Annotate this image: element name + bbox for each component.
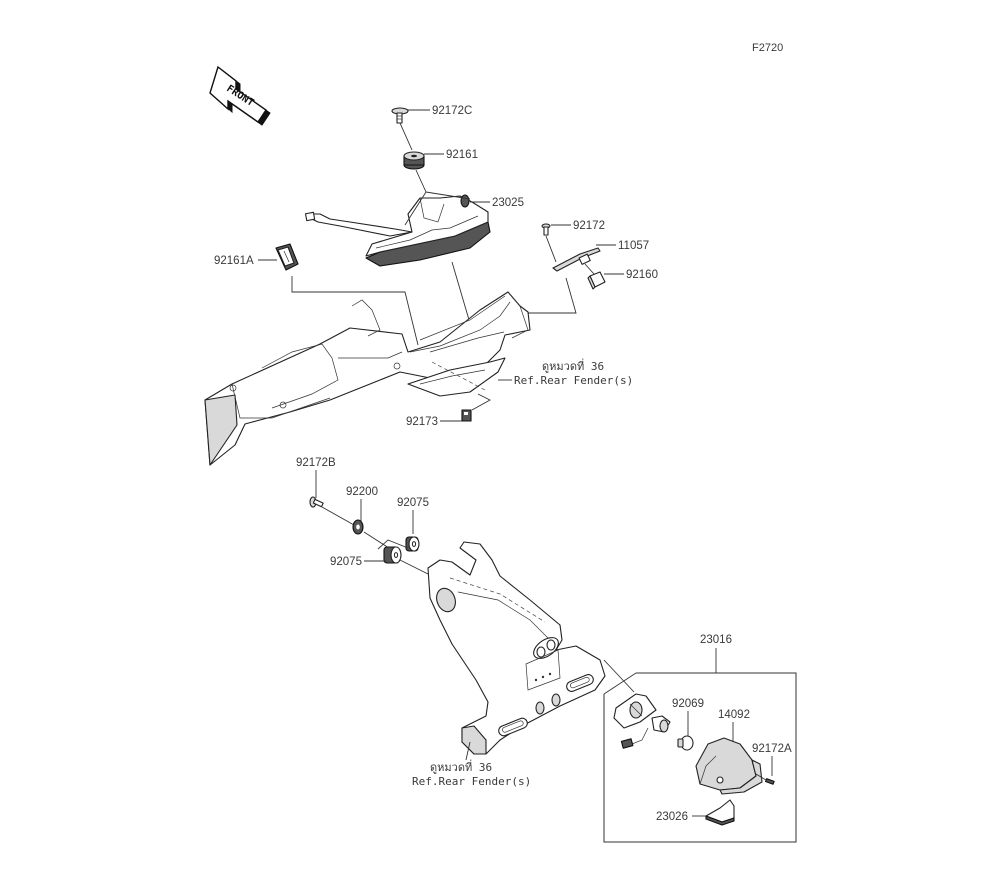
clip-92161A[interactable]: [275, 243, 299, 271]
figure-code: F2720: [752, 42, 783, 54]
leader-bracket-to-fender: [520, 277, 577, 314]
damper-92075-lower[interactable]: [383, 546, 402, 564]
ref-thai-2: ดูหมวดที่ 36: [430, 759, 492, 774]
screw-92172B[interactable]: [309, 496, 324, 508]
ref-english-2[interactable]: Ref.Rear Fender(s): [412, 775, 531, 788]
leader-92161A-to-fender: [291, 276, 419, 346]
damper-92075-upper[interactable]: [405, 536, 420, 552]
part-label-92173[interactable]: 92173: [406, 416, 438, 428]
lens-cover-14092[interactable]: [695, 737, 763, 795]
leader-axis-2: [415, 169, 427, 193]
tail-light-23025[interactable]: [304, 194, 491, 267]
leader-axis-5: [399, 559, 429, 575]
part-label-92172A[interactable]: 92172A: [752, 743, 792, 755]
rear-fender-assembly: [204, 291, 531, 466]
damper-92160[interactable]: [587, 271, 606, 290]
assembly-box-23016: [603, 672, 797, 843]
screw-92172[interactable]: [541, 223, 551, 236]
ref-thai-1: ดูหมวดที่ 36: [542, 358, 604, 373]
part-label-92161[interactable]: 92161: [446, 149, 478, 161]
leader-23025-a: [404, 191, 427, 226]
part-label-92069[interactable]: 92069: [672, 698, 704, 710]
bracket-11057[interactable]: [552, 247, 601, 272]
leader-11057-axis: [584, 263, 595, 275]
leader-92172-axis: [545, 235, 557, 263]
part-label-23026[interactable]: 23026: [656, 811, 688, 823]
part-label-92160[interactable]: 92160: [626, 269, 658, 281]
part-label-92200[interactable]: 92200: [346, 486, 378, 498]
license-plate-bracket: [427, 541, 606, 755]
part-label-92172B[interactable]: 92172B: [296, 457, 336, 469]
part-label-92075-lower[interactable]: 92075: [330, 556, 362, 568]
leader-23025-b: [425, 191, 471, 200]
box-corner: [603, 672, 637, 695]
leader-axis-3: [321, 506, 355, 526]
leader-axis: [399, 122, 413, 151]
leader-ref-2: [465, 741, 471, 761]
bulb-92069[interactable]: [677, 735, 694, 751]
gasket-23026[interactable]: [705, 799, 735, 826]
screw-92172A[interactable]: [765, 778, 775, 785]
light-housing[interactable]: [613, 693, 671, 749]
washer-92200[interactable]: [352, 519, 364, 535]
part-label-92075-upper[interactable]: 92075: [397, 497, 429, 509]
part-label-92172C[interactable]: 92172C: [432, 105, 472, 117]
front-arrow-icon: FRONT: [209, 65, 271, 126]
part-label-23016[interactable]: 23016: [700, 634, 732, 646]
part-label-14092[interactable]: 14092: [718, 709, 750, 721]
part-label-92161A[interactable]: 92161A: [214, 255, 254, 267]
leader-92173-axis: [471, 393, 491, 411]
part-label-92172[interactable]: 92172: [573, 220, 605, 232]
clip-92173[interactable]: [461, 409, 472, 422]
screw-92172C[interactable]: [391, 107, 409, 124]
part-label-11057[interactable]: 11057: [618, 240, 649, 252]
leader-92075-link: [377, 539, 409, 550]
leader-light-to-bracket: [603, 659, 635, 693]
leader-92172A-axis: [755, 773, 767, 781]
grommet-92161[interactable]: [403, 151, 425, 170]
part-label-23025[interactable]: 23025: [492, 197, 524, 209]
ref-english-1[interactable]: Ref.Rear Fender(s): [514, 374, 633, 387]
